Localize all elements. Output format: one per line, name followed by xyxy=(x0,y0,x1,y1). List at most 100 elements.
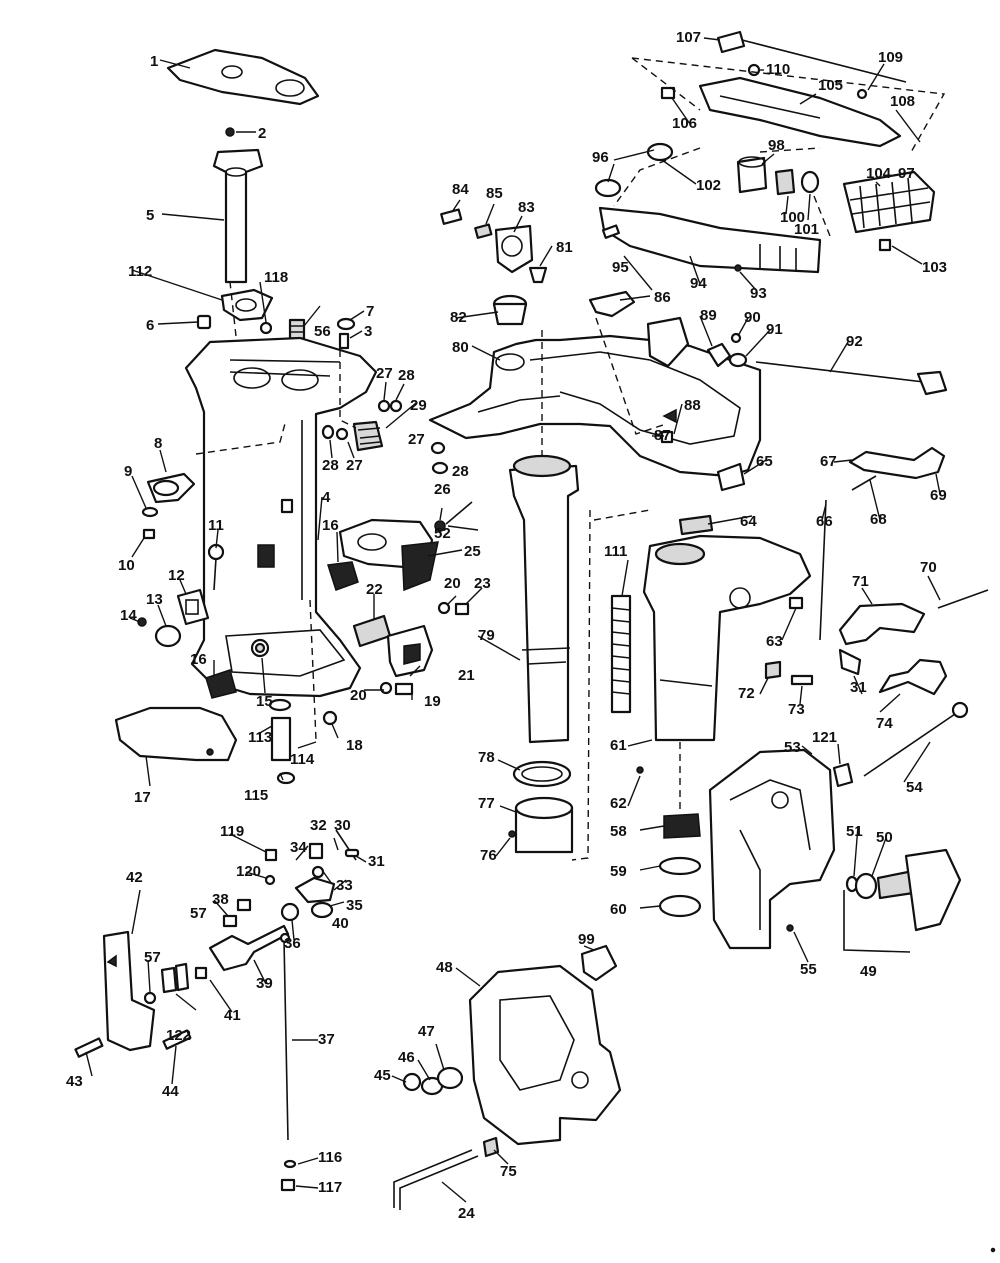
part-1-gasket xyxy=(166,48,320,106)
callout-label: 44 xyxy=(162,1083,179,1100)
part-18-nut xyxy=(322,710,338,726)
callout-label: 27 xyxy=(408,431,425,448)
callout-label: 101 xyxy=(794,221,819,238)
part-77-bushing xyxy=(514,796,574,854)
part-24-tilt-lever xyxy=(393,1149,479,1210)
part-113-114-115-tube-and-seal xyxy=(268,698,296,785)
part-54-bolt xyxy=(863,701,969,777)
part-121-nut xyxy=(832,762,854,788)
callout-label: 25 xyxy=(464,543,481,560)
callout-label: 102 xyxy=(696,177,721,194)
part-15-seal xyxy=(250,638,270,658)
callout-label: 84 xyxy=(452,181,469,198)
part-106-screw xyxy=(660,86,676,100)
part-112-gasket xyxy=(220,288,274,322)
part-107-108-109-rod xyxy=(716,30,907,83)
part-96-washers xyxy=(594,142,674,198)
part-51-50-49-clamp-screw xyxy=(843,848,962,953)
corner-mark xyxy=(990,1247,996,1253)
callout-label: 19 xyxy=(424,693,441,710)
callout-label: 9 xyxy=(124,463,132,480)
callout-label: 4 xyxy=(322,489,331,506)
part-63-bushing xyxy=(788,596,804,610)
part-105-tiller-cover xyxy=(698,76,902,148)
part-98-bushing xyxy=(736,156,768,194)
part-12-gasket xyxy=(176,588,210,626)
part-4-exhaust-housing xyxy=(184,336,378,698)
callout-label: 71 xyxy=(852,573,869,590)
part-5-exhaust-tube xyxy=(212,148,264,284)
callout-label: 13 xyxy=(146,591,163,608)
part-62-screw xyxy=(636,766,644,774)
callout-label: 98 xyxy=(768,137,785,154)
part-94-95-tiller-arm xyxy=(598,206,822,274)
callout-label: 31 xyxy=(368,853,385,870)
part-30-31-pin xyxy=(335,829,360,861)
part-48-stern-bracket xyxy=(468,964,622,1146)
part-27-28-nut-center xyxy=(430,441,449,475)
callout-label: 20 xyxy=(350,687,367,704)
part-44-bolt xyxy=(162,1029,192,1050)
callout-label: 110 xyxy=(766,61,790,78)
part-2-screw xyxy=(225,127,235,137)
callout-label: 51 xyxy=(846,823,863,840)
callout-label: 55 xyxy=(800,961,817,978)
part-17-cover xyxy=(114,706,238,762)
callout-label: 54 xyxy=(906,779,923,796)
callout-label: 60 xyxy=(610,901,627,918)
callout-label: 21 xyxy=(458,667,475,684)
callout-label: 8 xyxy=(154,435,162,452)
callout-label: 59 xyxy=(610,863,627,880)
part-41-nut xyxy=(194,966,208,980)
callout-label: 63 xyxy=(766,633,783,650)
part-81-screw xyxy=(528,266,548,284)
part-67-68-69-lever xyxy=(848,446,946,491)
callout-label: 10 xyxy=(118,557,135,574)
callout-label: 115 xyxy=(244,787,268,804)
callout-label: 97 xyxy=(898,165,915,182)
part-55-screw xyxy=(786,924,794,932)
part-14-screw xyxy=(137,617,147,627)
callout-label: 14 xyxy=(120,607,137,624)
callout-label: 66 xyxy=(816,513,833,530)
callout-label: 7 xyxy=(366,303,374,320)
callout-label: 45 xyxy=(374,1067,391,1084)
callout-label: 116 xyxy=(318,1149,342,1166)
callout-label: 68 xyxy=(870,511,887,528)
callout-label: 86 xyxy=(654,289,671,306)
part-84-85-bolt-bushing xyxy=(440,208,493,239)
part-92-friction-rod xyxy=(755,361,948,396)
part-16-grommet-lower xyxy=(205,669,237,699)
callout-label: 105 xyxy=(818,77,843,94)
callout-label: 69 xyxy=(930,487,947,504)
part-25-52-26-bracket xyxy=(338,501,473,592)
callout-label: 28 xyxy=(398,367,415,384)
callout-label: 20 xyxy=(444,575,461,592)
part-110-nut xyxy=(747,63,761,77)
part-71-31-lever xyxy=(838,602,926,676)
callout-label: 16 xyxy=(190,651,207,668)
part-72-73-spring-bolt xyxy=(764,660,814,686)
callout-label: 12 xyxy=(168,567,185,584)
part-76-pin xyxy=(508,830,516,838)
part-6-plug xyxy=(196,314,212,330)
callout-label: 106 xyxy=(672,115,697,132)
part-64-65-clips xyxy=(678,462,746,536)
part-13-plate xyxy=(154,624,182,648)
callout-label: 57 xyxy=(144,949,161,966)
callout-label: 119 xyxy=(220,823,244,840)
callout-label: 67 xyxy=(820,453,837,470)
callout-label: 58 xyxy=(610,823,627,840)
part-116-117-washer-nut xyxy=(280,1159,297,1192)
callout-label: 96 xyxy=(592,149,609,166)
callout-label: 37 xyxy=(318,1031,335,1048)
part-53-clamp-bracket xyxy=(708,748,836,950)
part-119-120-screw-washer xyxy=(264,848,278,886)
part-20-23-screw-washer-right xyxy=(437,601,470,616)
callout-label: 99 xyxy=(578,931,595,948)
reference-lines xyxy=(195,57,946,861)
part-111-spring xyxy=(610,594,632,714)
part-87-88-screw-nut xyxy=(660,408,677,444)
callout-label: 88 xyxy=(684,397,701,414)
callout-label: 114 xyxy=(290,751,315,768)
